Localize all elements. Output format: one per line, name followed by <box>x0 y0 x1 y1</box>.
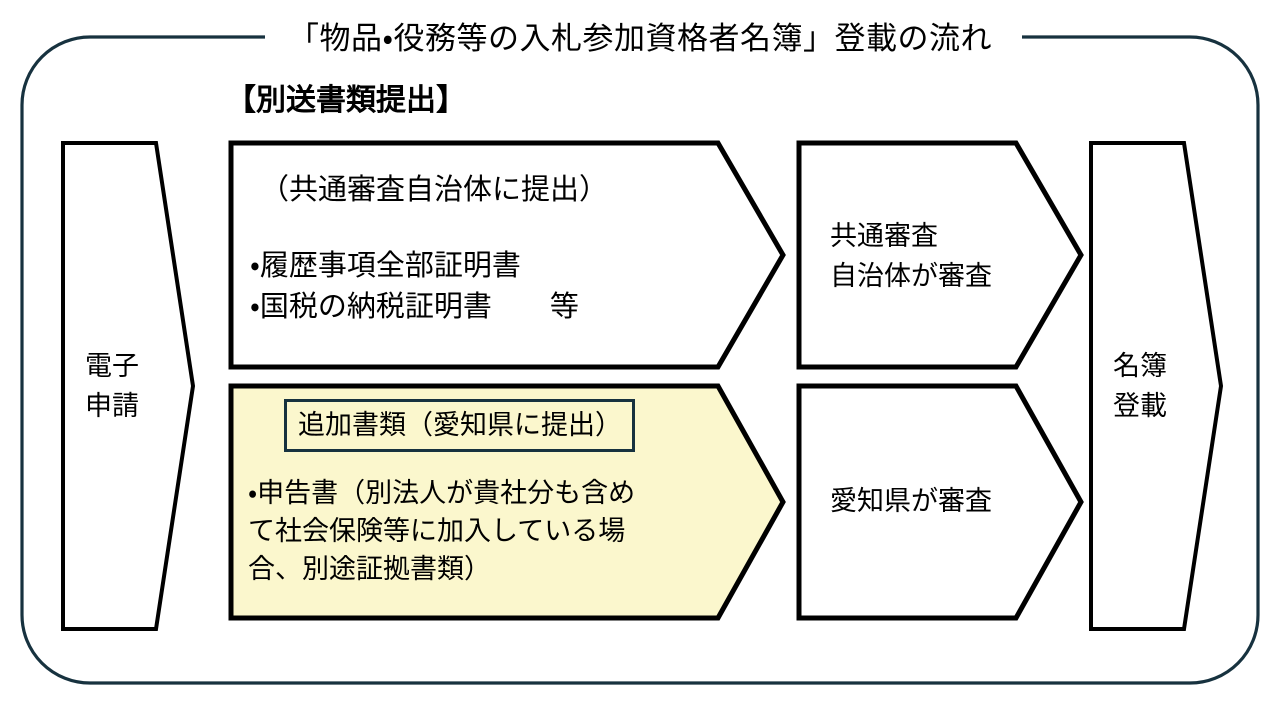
common-review-label-line2: 自治体が審査 <box>830 261 992 291</box>
section-subtitle: 【別送書類提出】 <box>226 84 466 117</box>
common-docs-item-1: ・履歴事項全部証明書 <box>250 250 521 282</box>
application-label-line1: 電子 <box>85 351 139 381</box>
step-aichi-review[interactable]: 愛知県が審査 <box>796 383 1084 621</box>
application-label-line2: 申請 <box>85 391 139 421</box>
step-electronic-application[interactable]: 電子申請 <box>60 140 196 632</box>
step-common-review-body[interactable]: 共通審査自治体が審査 <box>796 140 1084 370</box>
aichi-review-label: 愛知県が審査 <box>830 486 992 516</box>
common-docs-item-2: ・国税の納税証明書 等 <box>250 291 579 323</box>
step-list-registration-label: 名簿登載 <box>1088 346 1192 426</box>
page-title: 「物品・役務等の入札参加資格者名簿」登載の流れ <box>287 21 993 56</box>
step-common-review-documents[interactable]: （共通審査自治体に提出） ・履歴事項全部証明書 ・国税の納税証明書 等 <box>228 140 786 370</box>
registration-label-line1: 名簿 <box>1113 351 1167 381</box>
common-review-label: 共通審査自治体が審査 <box>830 216 992 296</box>
common-docs-heading: （共通審査自治体に提出） <box>260 174 609 206</box>
step-electronic-application-label: 電子申請 <box>60 346 164 426</box>
additional-docs-caption: 追加書類（愛知県に提出） <box>284 399 635 452</box>
registration-label-line2: 登載 <box>1113 391 1167 421</box>
step-list-registration[interactable]: 名簿登載 <box>1088 140 1224 632</box>
additional-docs-body: ・申告書（別法人が貴社分も含めて社会保険等に加入している場合、別途証拠書類） <box>248 478 636 584</box>
common-review-label-line1: 共通審査 <box>830 221 938 251</box>
step-additional-documents[interactable]: 追加書類（愛知県に提出） ・申告書（別法人が貴社分も含めて社会保険等に加入してい… <box>228 383 786 621</box>
